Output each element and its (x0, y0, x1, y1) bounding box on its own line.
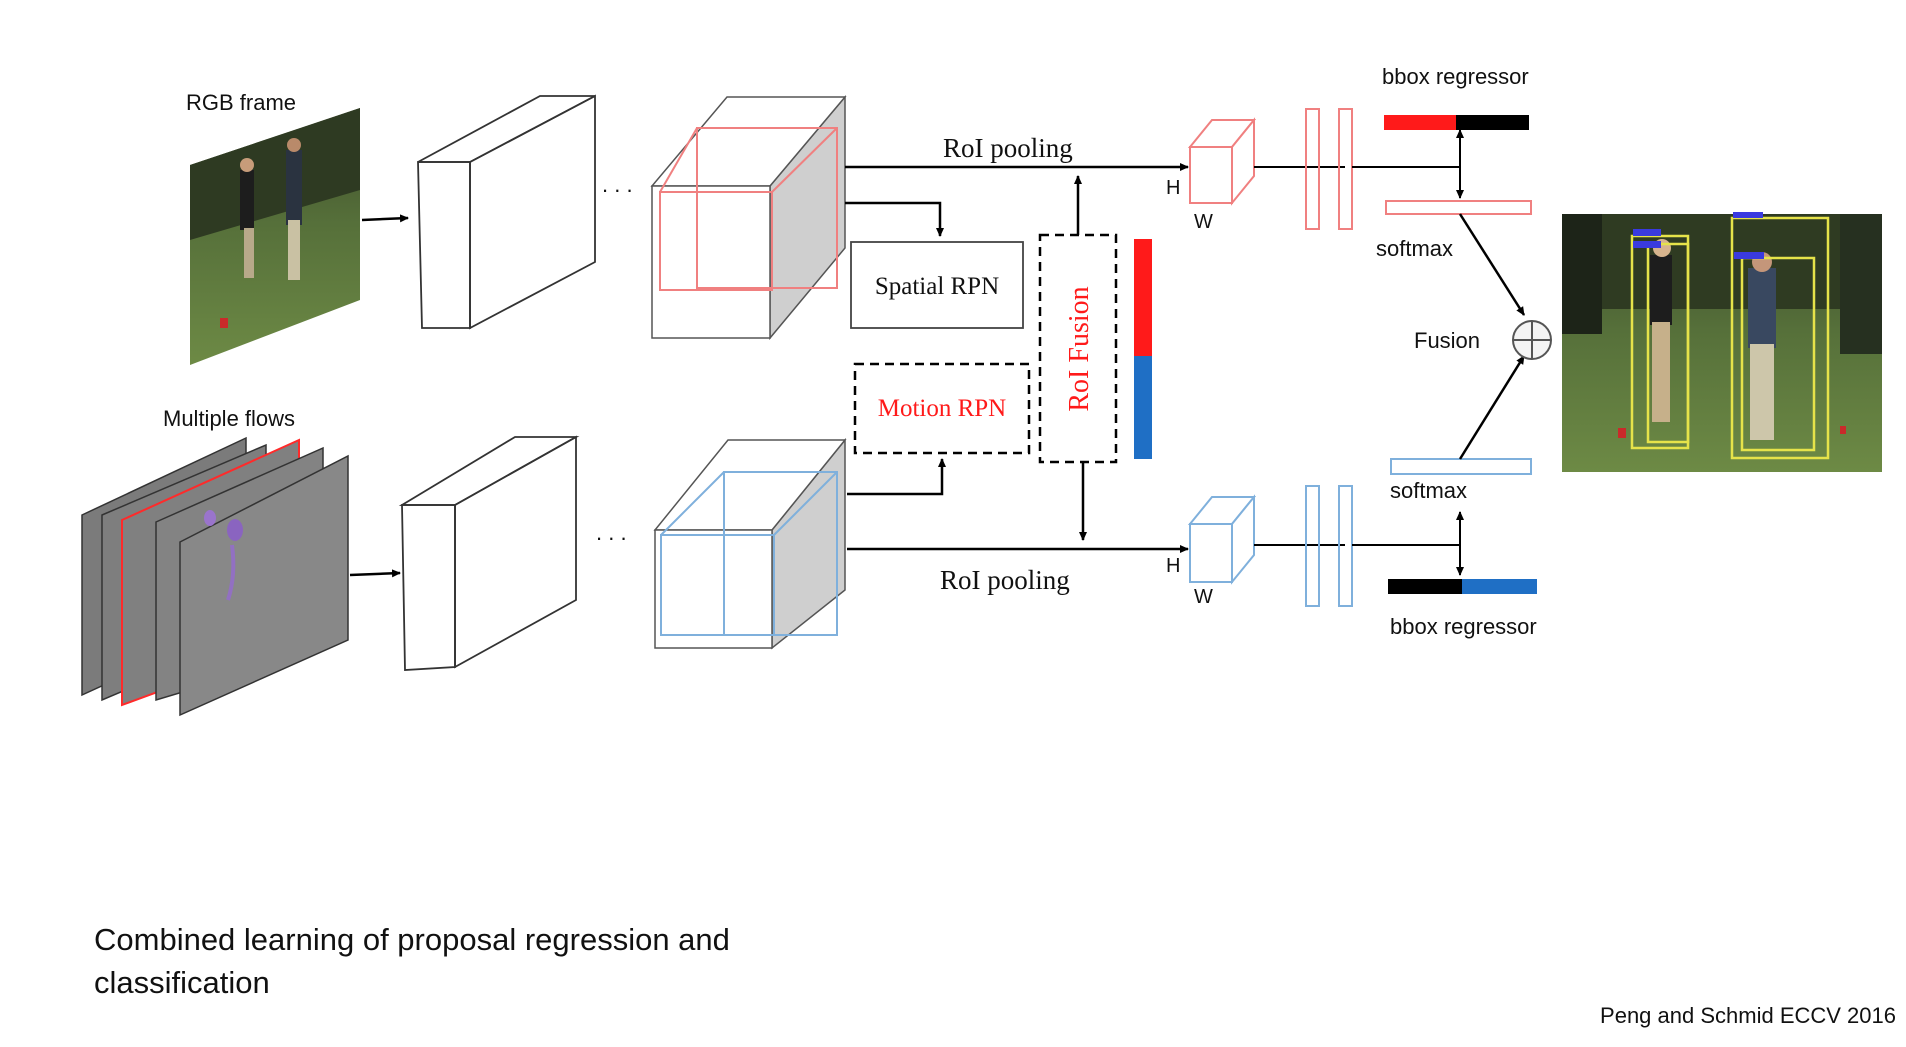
top-roi-pooling-label: RoI pooling (943, 133, 1073, 163)
motion-rpn-label: Motion RPN (878, 395, 1007, 422)
top-softmax-to-fusion-arrow (1458, 213, 1526, 316)
top-pooled-cube (1187, 117, 1257, 206)
fusion-sum-icon (1512, 320, 1552, 360)
spatial-rpn-label: Spatial RPN (875, 273, 999, 300)
citation-credit: Peng and Schmid ECCV 2016 (1600, 1003, 1896, 1028)
slide-caption: Combined learning of proposal regression… (94, 922, 730, 1000)
rgb-to-conv-arrow (361, 214, 409, 223)
motion-rpn-box (853, 362, 1031, 455)
fusion-label: Fusion (1414, 328, 1480, 353)
top-fc-layer-1 (1305, 108, 1320, 230)
top-ellipsis: . . . (602, 172, 633, 197)
top-fc-layer-2 (1338, 108, 1353, 230)
bottom-bbox-bar-black (1388, 579, 1462, 594)
top-softmax-bar (1385, 200, 1532, 215)
bottom-h-label: H (1166, 555, 1180, 577)
top-w-label: W (1194, 211, 1213, 233)
top-bbox-bar-black (1456, 115, 1529, 130)
bottom-pooled-cube (1187, 494, 1257, 585)
bottom-bbox-regressor-label: bbox regressor (1390, 614, 1537, 639)
to-spatial-rpn-arrow (845, 201, 944, 237)
spatial-rpn-box (850, 241, 1024, 329)
bottom-w-label: W (1194, 586, 1213, 608)
rgb-feature-block (650, 94, 847, 341)
bottom-roi-pooling-label: RoI pooling (940, 565, 1070, 595)
bottom-softmax-bar (1390, 458, 1532, 475)
flow-feature-block (653, 437, 847, 650)
optical-flow-stack (81, 436, 349, 717)
roi-fusion-label: RoI Fusion (1064, 286, 1095, 411)
roi-fusion-box (1038, 233, 1118, 464)
bottom-ellipsis: . . . (596, 520, 627, 545)
flows-to-conv-arrow (349, 569, 401, 578)
rgb-frame-image (190, 108, 360, 365)
detection-output-image (1562, 212, 1882, 472)
top-softmax-label: softmax (1376, 236, 1453, 261)
to-motion-rpn-arrow (847, 458, 946, 496)
top-bbox-bar-red (1384, 115, 1456, 130)
bottom-fc-layer-1 (1305, 485, 1320, 607)
rgb-frame-label: RGB frame (186, 90, 296, 115)
bottom-softmax-to-fusion-arrow (1458, 355, 1526, 460)
flow-conv-block (398, 435, 580, 671)
rgb-conv-block (417, 94, 596, 330)
top-bbox-regressor-label: bbox regressor (1382, 64, 1529, 89)
bottom-softmax-label: softmax (1390, 478, 1467, 503)
top-h-label: H (1166, 177, 1180, 199)
bottom-bbox-bar-blue (1462, 579, 1537, 594)
fusion-bar-blue (1134, 356, 1152, 459)
fusion-bar-red (1134, 239, 1152, 356)
flows-label: Multiple flows (163, 406, 295, 431)
